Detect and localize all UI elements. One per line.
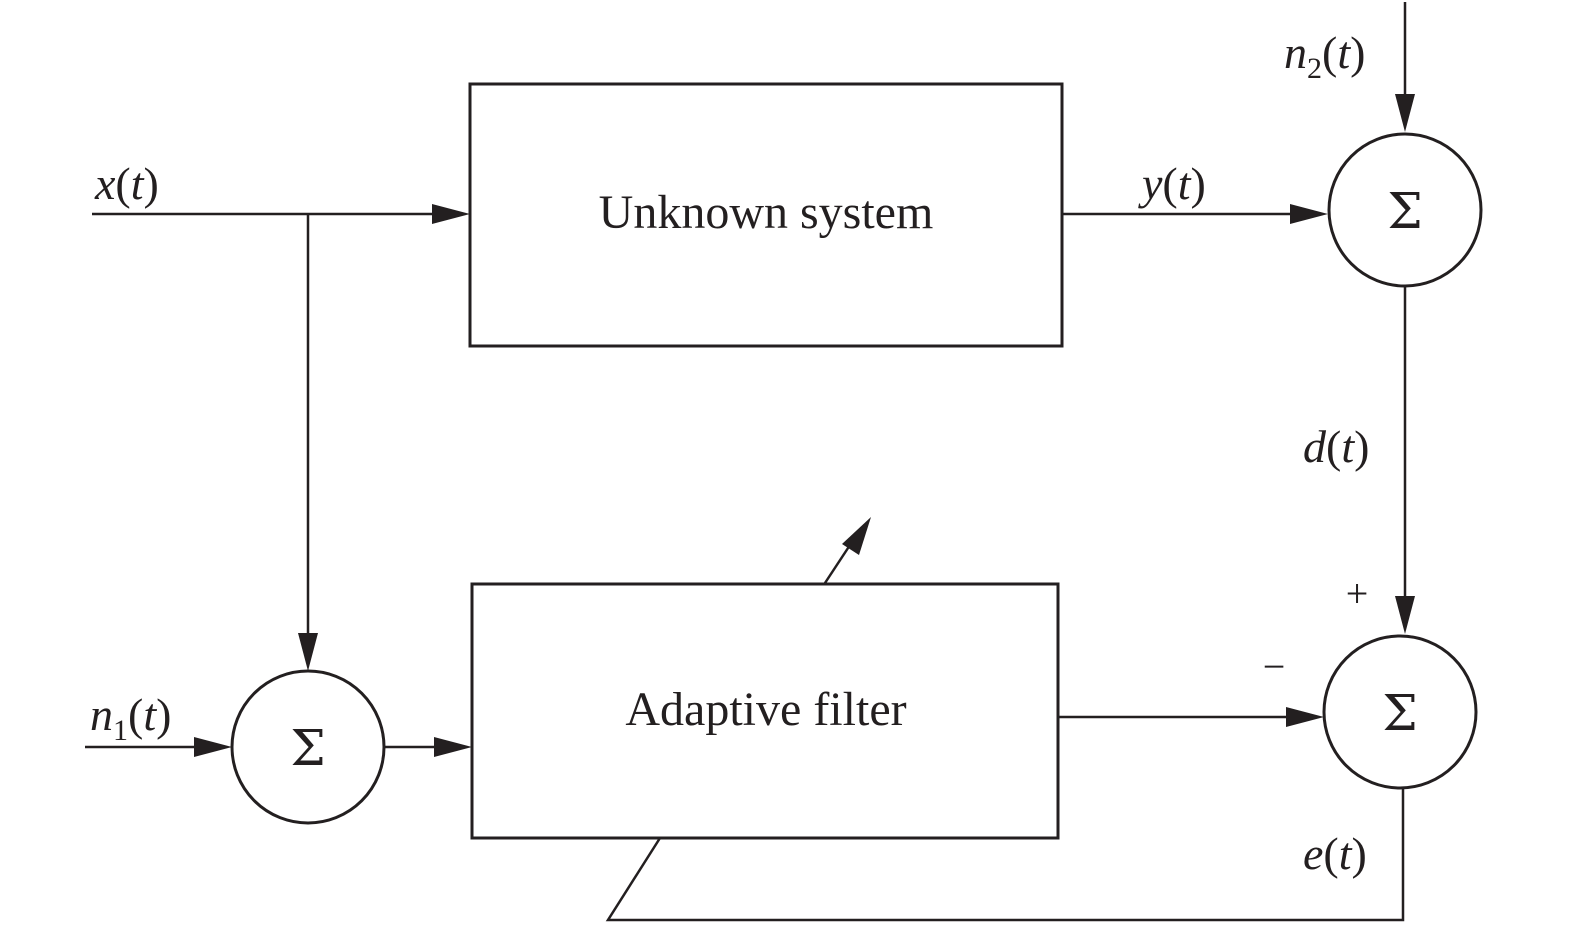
signal-label-x: x(t) (94, 158, 159, 209)
summer-input-noise-circle (230, 669, 386, 825)
signal-label-n2: n2(t) (1284, 27, 1365, 85)
summer-error: Σ (1322, 634, 1478, 790)
summer-output-noise: Σ (1327, 132, 1483, 288)
adaptive-filter-label: Adaptive filter (625, 683, 906, 736)
unknown-system-box (468, 82, 1064, 348)
summer-output-noise-sigma: Σ (1387, 182, 1422, 240)
summer-error-sigma: Σ (1382, 684, 1417, 742)
summer-input-noise-sigma: Σ (290, 719, 325, 777)
sign-plus: + (1346, 571, 1369, 616)
unknown-system-block: Unknown system (468, 82, 1064, 348)
arrowhead-x-to-unknown (432, 204, 470, 224)
signal-label-d: d(t) (1303, 421, 1369, 472)
arrowhead-d-to-sum3 (1395, 596, 1415, 634)
signal-label-y: y(t) (1138, 158, 1206, 209)
arrowhead-y-to-sum2 (1290, 204, 1328, 224)
signal-label-n1: n1(t) (90, 689, 171, 747)
summer-input-noise: Σ (230, 669, 386, 825)
adaptive-filter-block: Adaptive filter (470, 582, 1060, 840)
wire-error-feedback (605, 789, 1405, 922)
wire-adaptation-arrow (823, 544, 852, 584)
arrowhead-n1-to-sum1 (194, 737, 232, 757)
summer-error-circle (1322, 634, 1478, 790)
arrowhead-sum1-to-filter (434, 737, 472, 757)
arrowhead-filter-to-sum3 (1286, 707, 1324, 727)
adaptive-filter-box (470, 582, 1060, 840)
arrowhead-adaptation (842, 517, 871, 555)
sign-minus: − (1263, 644, 1286, 689)
summer-output-noise-circle (1327, 132, 1483, 288)
unknown-system-label: Unknown system (599, 186, 934, 239)
arrowhead-branch-to-sum1 (298, 633, 318, 671)
arrowhead-n2-to-sum2 (1395, 94, 1415, 132)
signal-label-e: e(t) (1303, 828, 1367, 879)
